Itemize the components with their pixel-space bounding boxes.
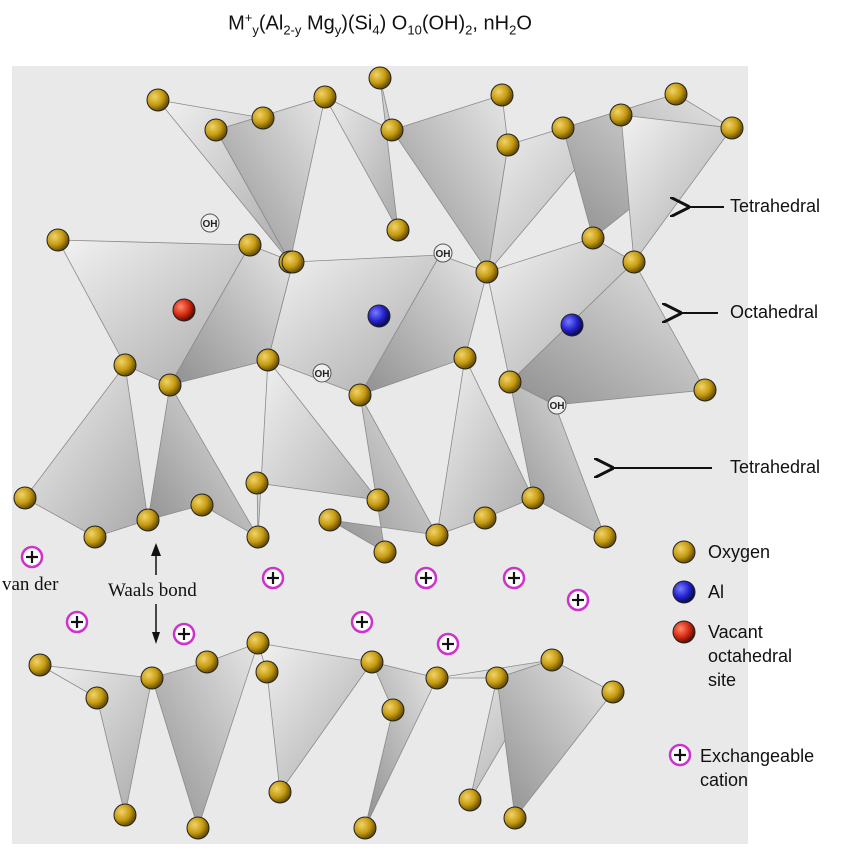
al-atom [560, 313, 584, 337]
legend-exchangeable-label-1: Exchangeable [700, 746, 815, 766]
label-tetrahedral-bottom: Tetrahedral [730, 457, 821, 477]
chemical-formula: M+y(Al2-y Mgy)(Si4) O10(OH)2, nH2O [228, 10, 532, 38]
layer-arrows [612, 207, 724, 468]
oxygen-atom [540, 648, 564, 672]
oxygen-atom [581, 226, 605, 250]
exchangeable-cation [65, 610, 89, 634]
oxygen-atom [503, 806, 527, 830]
oxygen-atom [593, 525, 617, 549]
oxygen-atom [353, 816, 377, 840]
oxygen-atom [113, 353, 137, 377]
oxygen-atom [246, 525, 270, 549]
oxygen-atom [366, 488, 390, 512]
oxygen-atom [622, 250, 646, 274]
oxygen-atom [458, 788, 482, 812]
oxygen-atom [13, 486, 37, 510]
hydroxyl-groups: OH OH OH OH [200, 213, 567, 415]
al-atom [367, 304, 391, 328]
exchangeable-cation [350, 610, 374, 634]
oxygen-atom [46, 228, 70, 252]
oxygen-atom [140, 666, 164, 690]
oxygen-atom [190, 493, 214, 517]
exchangeable-cation [172, 622, 196, 646]
exchangeable-cation [566, 588, 590, 612]
exchangeable-cation [502, 566, 526, 590]
vacant-site-atom [172, 298, 196, 322]
exchangeable-cation [436, 632, 460, 656]
oxygen-atom [490, 83, 514, 107]
oxygen-atom [318, 508, 342, 532]
legend-al-icon [672, 580, 696, 604]
oxygen-atoms [13, 66, 744, 840]
van-der-waals-arrows [151, 543, 161, 644]
oxygen-atom [186, 816, 210, 840]
oxygen-atom [238, 233, 262, 257]
oxygen-atom [473, 506, 497, 530]
oxygen-atom [28, 653, 52, 677]
legend-oxygen-label: Oxygen [708, 542, 771, 562]
oxygen-atom [380, 118, 404, 142]
oh-label: OH [315, 369, 330, 380]
oxygen-atom [195, 650, 219, 674]
lower-tetrahedral-sheet [24, 356, 606, 553]
oxygen-atom [246, 631, 270, 655]
exchangeable-cation [20, 545, 44, 569]
exchangeable-cations [20, 545, 590, 656]
oxygen-atom [386, 218, 410, 242]
oxygen-atom [425, 666, 449, 690]
oxygen-atom [609, 103, 633, 127]
exchangeable-cation [261, 566, 285, 590]
label-van-der: van der [2, 574, 59, 595]
oxygen-atom [245, 471, 269, 495]
oxygen-atom [601, 680, 625, 704]
oxygen-atom [281, 250, 305, 274]
oxygen-atom [425, 523, 449, 547]
oxygen-atom [251, 106, 275, 130]
oxygen-atom [498, 370, 522, 394]
oxygen-atom [475, 260, 499, 284]
exchangeable-cation [414, 566, 438, 590]
legend-vacant-label-2: octahedral [708, 646, 793, 666]
bottom-tetrahedral-sheet [39, 642, 614, 830]
oxygen-atom [255, 660, 279, 684]
oxygen-atom [158, 373, 182, 397]
oh-label: OH [550, 401, 565, 412]
oxygen-atom [360, 650, 384, 674]
label-octahedral: Octahedral [730, 302, 819, 322]
oxygen-atom [113, 803, 137, 827]
legend-vacant-label-3: site [708, 670, 737, 690]
oxygen-atom [146, 88, 170, 112]
oxygen-atom [368, 66, 392, 90]
oxygen-atom [204, 118, 228, 142]
oxygen-atom [521, 486, 545, 510]
top-tetrahedral-sheet [157, 77, 733, 274]
oxygen-atom [453, 346, 477, 370]
oxygen-atom [485, 666, 509, 690]
legend-vacant-icon [672, 620, 696, 644]
oxygen-atom [551, 116, 575, 140]
oxygen-atom [720, 116, 744, 140]
legend-oxygen-icon [672, 540, 696, 564]
label-waals-bond: Waals bond [108, 580, 197, 601]
oxygen-atom [664, 82, 688, 106]
legend-cation-icon [668, 743, 692, 767]
oxygen-atom [268, 780, 292, 804]
oxygen-atom [496, 133, 520, 157]
oh-label: OH [203, 219, 218, 230]
oxygen-atom [693, 378, 717, 402]
label-tetrahedral-top: Tetrahedral [730, 196, 821, 216]
oxygen-atom [313, 85, 337, 109]
oxygen-atom [136, 508, 160, 532]
oxygen-atom [381, 698, 405, 722]
oxygen-atom [85, 686, 109, 710]
oxygen-atom [83, 525, 107, 549]
legend-vacant-label-1: Vacant [708, 622, 763, 642]
legend-exchangeable-label-2: cation [700, 770, 749, 790]
legend-al-label: Al [708, 582, 725, 602]
oxygen-atom [256, 348, 280, 372]
oxygen-atom [348, 383, 372, 407]
oh-label: OH [436, 249, 451, 260]
oxygen-atom [373, 540, 397, 564]
